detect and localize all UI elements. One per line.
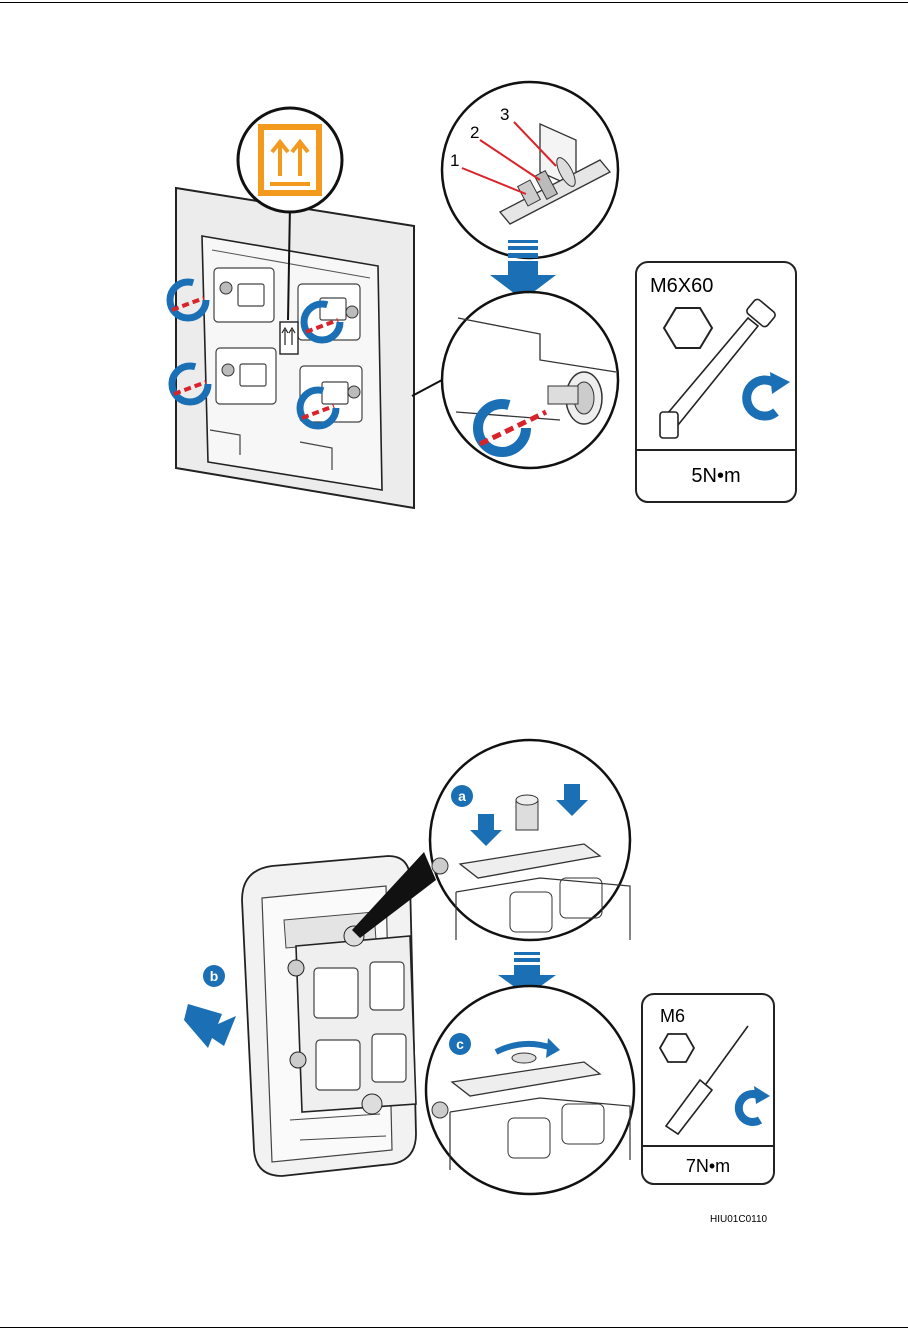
- step-a-label: a: [458, 788, 466, 804]
- zoom-circle-step-c: [426, 986, 634, 1194]
- footer-rule: [0, 1327, 908, 1328]
- torque-label: 7N•m: [686, 1156, 730, 1176]
- figure-wall-mounting-bracket: 1 2 3 M6X60 5N•m: [150, 80, 810, 520]
- figure-install-unit-on-bracket: b a c M6 7N•m HIU01C0110: [150, 720, 810, 1240]
- step-c-label: c: [456, 1036, 464, 1052]
- callout-3: 3: [500, 105, 509, 124]
- figure-id: HIU01C0110: [710, 1214, 768, 1225]
- zoom-circle-step-a: [430, 740, 630, 940]
- callout-2: 2: [470, 123, 479, 142]
- up-arrow-label: [280, 322, 298, 354]
- torque-label: 5N•m: [691, 465, 740, 487]
- bolt-spec-label: M6: [660, 1006, 685, 1026]
- push-arrow-icon: [184, 1004, 236, 1048]
- header-rule: [0, 2, 908, 3]
- step-b-label: b: [210, 968, 219, 984]
- callout-1: 1: [450, 151, 459, 170]
- hex-bolt-icon: [660, 1034, 694, 1062]
- bolt-spec-label: M6X60: [650, 275, 713, 297]
